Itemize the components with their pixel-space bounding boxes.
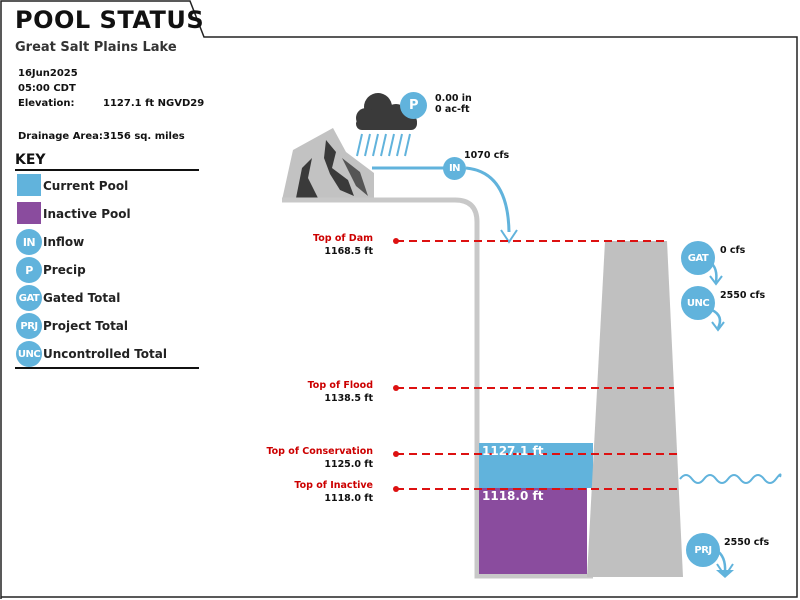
- time-text: 05:00 CDT: [18, 83, 76, 94]
- top-of-flood-label: Top of Flood: [307, 380, 373, 391]
- inactive-pool: [479, 488, 587, 574]
- key-label-project-total: Project Total: [43, 319, 129, 333]
- top-of-inactive-value: 1118.0 ft: [324, 493, 373, 504]
- page-title: POOL STATUS: [15, 6, 205, 34]
- top-of-conservation-value: 1125.0 ft: [324, 459, 373, 470]
- uncontrolled-total-icon: UNC: [16, 341, 42, 367]
- key-label-current-pool: Current Pool: [43, 179, 129, 193]
- key-label-uncontrolled-total: Uncontrolled Total: [43, 347, 168, 361]
- key-divider-top: [15, 169, 199, 171]
- key-title: KEY: [15, 152, 46, 168]
- inflow-circle-icon: IN: [443, 157, 466, 180]
- precip-icon: P: [16, 257, 42, 283]
- uncontrolled-circle-icon: UNC: [681, 286, 715, 320]
- current-pool-swatch: [17, 174, 41, 196]
- elevation-value: 1127.1 ft NGVD29: [103, 98, 205, 109]
- dam: [587, 241, 683, 577]
- reservoir-channel: [282, 197, 593, 579]
- uncontrolled-value: 2550 cfs: [720, 290, 766, 301]
- top-of-flood-value: 1138.5 ft: [324, 393, 373, 404]
- top-of-inactive-label: Top of Inactive: [294, 480, 373, 491]
- current-pool: [479, 443, 593, 488]
- lake-name: Great Salt Plains Lake: [15, 40, 177, 55]
- top-of-conservation-label: Top of Conservation: [266, 446, 373, 457]
- gated-total-icon: GAT: [16, 285, 42, 311]
- top-of-dam-label: Top of Dam: [312, 233, 373, 244]
- uncontrolled-arrow: [711, 308, 722, 329]
- drainage-label: Drainage Area:: [18, 131, 103, 142]
- tailwater-waves: [679, 473, 782, 484]
- gated-value: 0 cfs: [720, 245, 746, 256]
- precip-acft: 0 ac-ft: [435, 104, 470, 115]
- precip-inches: 0.00 in: [435, 93, 472, 104]
- inactive-pool-swatch: [17, 202, 41, 224]
- gated-circle-icon: GAT: [681, 241, 715, 275]
- drainage-value: 3156 sq. miles: [103, 131, 185, 142]
- inflow-arrow: [372, 166, 518, 244]
- project-total-icon: PRJ: [16, 313, 42, 339]
- key-divider-bottom: [15, 367, 199, 369]
- level-lines: [396, 240, 679, 490]
- date-text: 16Jun2025: [18, 68, 78, 79]
- inflow-icon: IN: [16, 229, 42, 255]
- project-circle-icon: PRJ: [686, 533, 720, 567]
- inflow-value: 1070 cfs: [464, 150, 510, 161]
- key-label-precip: Precip: [43, 263, 86, 277]
- inactive-pool-elevation: 1118.0 ft: [482, 489, 544, 503]
- key-label-gated-total: Gated Total: [43, 291, 121, 305]
- mountain-icon: [282, 128, 374, 200]
- current-pool-elevation: 1127.1 ft: [482, 444, 544, 458]
- key-label-inflow: Inflow: [43, 235, 85, 249]
- elevation-label: Elevation:: [18, 98, 75, 109]
- project-value: 2550 cfs: [724, 537, 770, 548]
- key-label-inactive-pool: Inactive Pool: [43, 207, 131, 221]
- top-of-dam-value: 1168.5 ft: [324, 246, 373, 257]
- precip-circle-icon: P: [400, 92, 427, 119]
